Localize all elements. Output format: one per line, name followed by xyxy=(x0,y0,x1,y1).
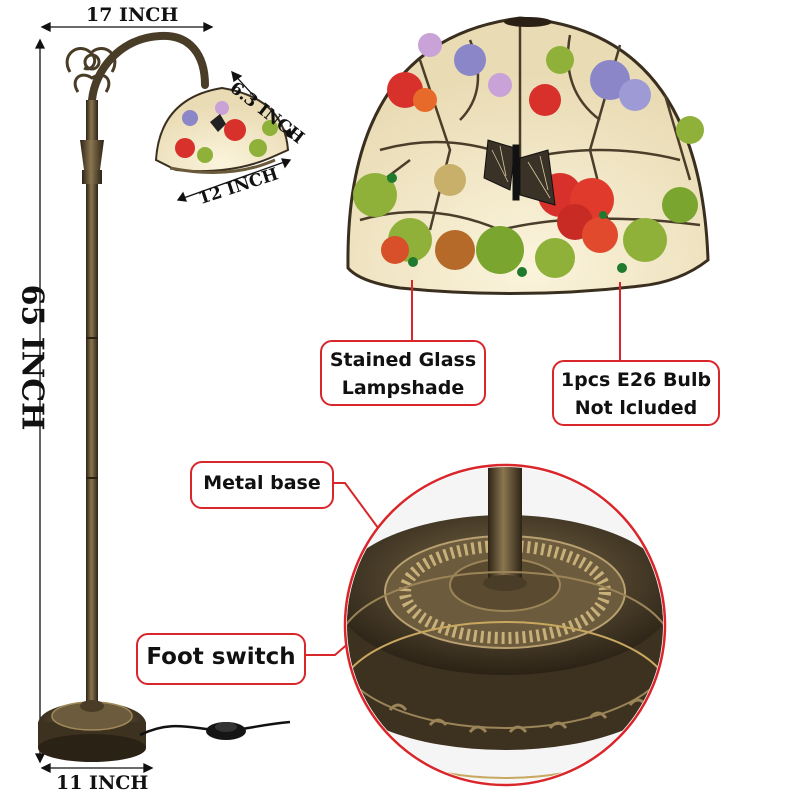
base-closeup xyxy=(343,463,667,787)
callout-bulb-line2: Not lcluded xyxy=(574,397,698,419)
small-lampshade xyxy=(154,86,290,174)
dim-total-height: 65 INCH xyxy=(14,284,50,431)
callout-metal-base: Metal base xyxy=(190,461,334,509)
lamp-arm xyxy=(88,31,209,104)
lamp-pole xyxy=(86,184,98,702)
callout-stained-glass-line2: Lampshade xyxy=(341,377,465,399)
butterfly xyxy=(483,139,556,206)
callout-bulb: 1pcs E26 Bulb Not lcluded xyxy=(552,360,720,426)
glass-flowers xyxy=(353,33,704,278)
dim-base-width: 11 INCH xyxy=(56,772,149,794)
floor-lamp xyxy=(38,31,291,762)
callout-bulb-line1: 1pcs E26 Bulb xyxy=(560,369,712,391)
large-lampshade xyxy=(346,16,710,296)
callout-stained-glass-line1: Stained Glass xyxy=(329,349,477,371)
dim-width-top: 17 INCH xyxy=(86,4,179,26)
callout-stained-glass: Stained Glass Lampshade xyxy=(320,340,486,406)
callout-foot-switch: Foot switch xyxy=(136,633,306,685)
dimension-lines xyxy=(34,21,293,774)
filigree-ornament xyxy=(65,47,117,93)
callout-leaders xyxy=(300,280,621,656)
